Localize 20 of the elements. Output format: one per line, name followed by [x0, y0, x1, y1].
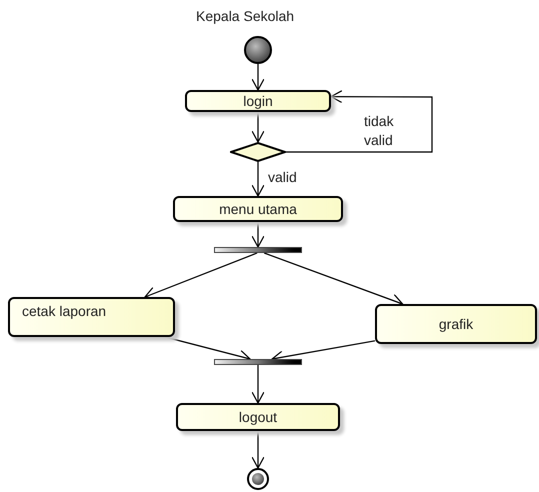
arrow [251, 112, 265, 143]
fork-bar [214, 359, 302, 365]
fork-bar [214, 247, 302, 253]
arrow [251, 365, 265, 404]
action-box: menu utama [173, 196, 343, 222]
action-box: cetak laporan [8, 297, 175, 337]
arrow [264, 252, 404, 306]
end-node [247, 468, 269, 490]
arrow [251, 222, 265, 248]
arrow [251, 64, 265, 91]
arrow [251, 162, 265, 197]
decision-diamond [230, 142, 286, 162]
action-box: login [185, 90, 331, 112]
action-box: logout [176, 403, 340, 431]
diagram-title: Kepala Sekolah [196, 7, 294, 26]
arrow [251, 431, 265, 469]
action-box: grafik [375, 304, 537, 344]
arrow [144, 252, 258, 300]
arrow [286, 90, 433, 153]
start-node [244, 36, 272, 64]
